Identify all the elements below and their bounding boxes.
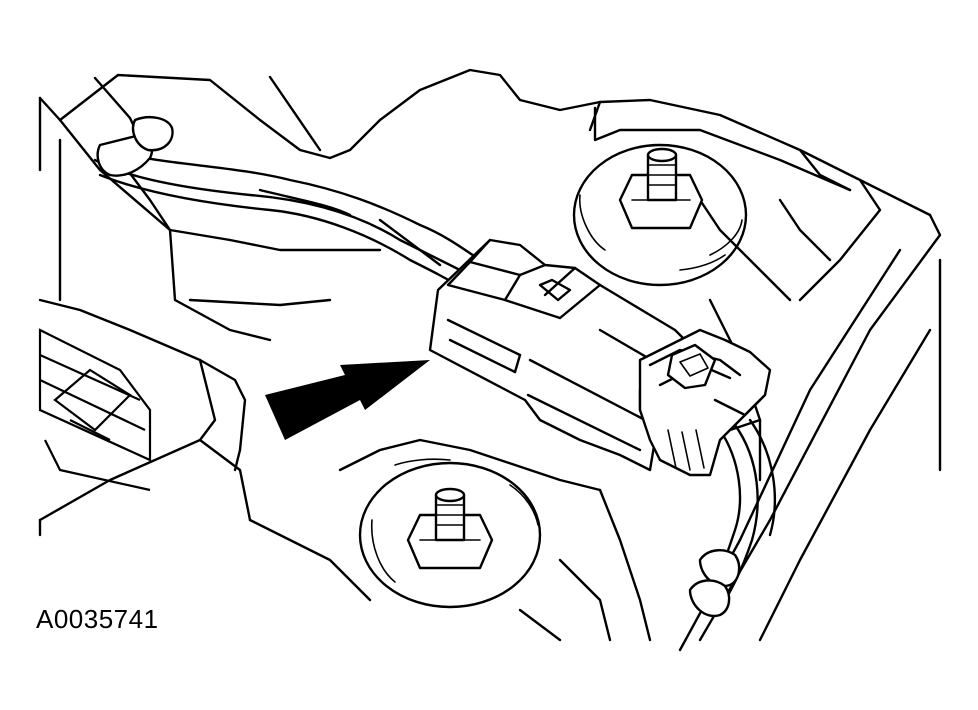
upper-mounting-stud bbox=[572, 143, 748, 287]
electrical-connector bbox=[428, 238, 772, 477]
figure-id-label: A0035741 bbox=[36, 604, 159, 634]
wiring-harness bbox=[93, 116, 777, 618]
pointer-arrow bbox=[265, 360, 430, 440]
lower-mounting-stud bbox=[358, 458, 542, 609]
grille bbox=[38, 328, 152, 492]
